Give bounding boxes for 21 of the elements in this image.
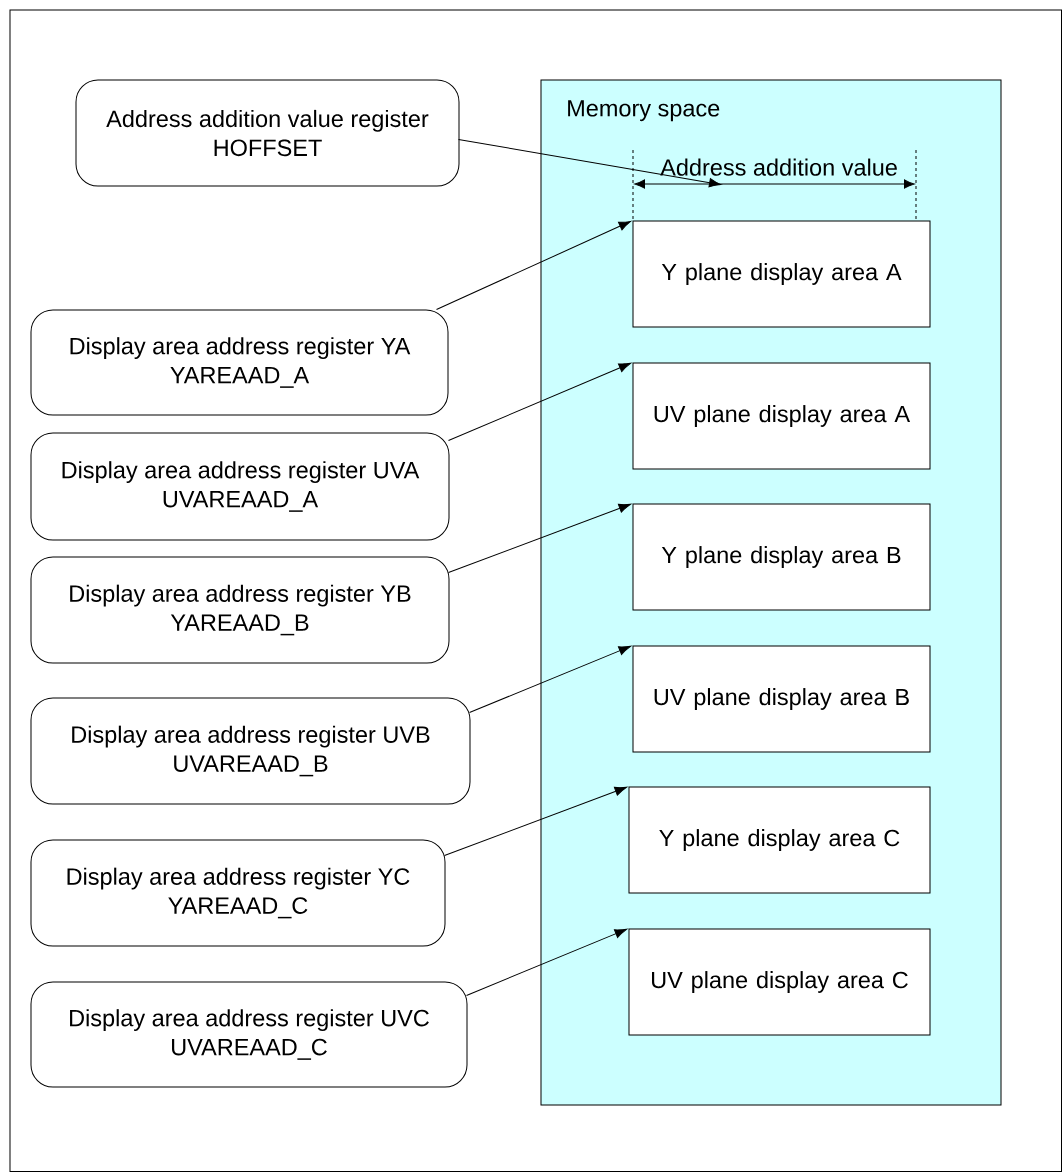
register-box: Display area address register YC YAREAAD_C bbox=[30, 839, 446, 947]
arrow bbox=[444, 786, 627, 856]
register-box: Address addition value register HOFFSET bbox=[75, 79, 460, 187]
display-area-box: UV plane display area A bbox=[632, 362, 931, 470]
display-area-box: Y plane display area C bbox=[628, 786, 931, 894]
register-box: Display area address register UVB UVAREAAD_B bbox=[30, 697, 471, 805]
arrow bbox=[448, 503, 631, 573]
register-box: Display area address register YB YAREAAD_B bbox=[30, 556, 450, 664]
arrow bbox=[469, 645, 631, 713]
register-box: Display area address register UVC UVAREAAD_C bbox=[30, 981, 468, 1088]
arrow bbox=[436, 220, 632, 310]
arrow bbox=[458, 139, 722, 188]
display-area-box: Y plane display area B bbox=[632, 503, 931, 611]
arrow bbox=[466, 928, 627, 996]
display-area-box: Y plane display area A bbox=[632, 220, 931, 328]
register-box: Display area address register UVA UVAREAAD_A bbox=[30, 432, 450, 541]
display-area-box: UV plane display area B bbox=[632, 645, 931, 753]
display-area-box: UV plane display area C bbox=[628, 928, 931, 1036]
arrow bbox=[448, 362, 631, 441]
dimension-label: Address addition value bbox=[660, 158, 897, 176]
register-box: Display area address register YA YAREAAD_A bbox=[30, 309, 449, 416]
